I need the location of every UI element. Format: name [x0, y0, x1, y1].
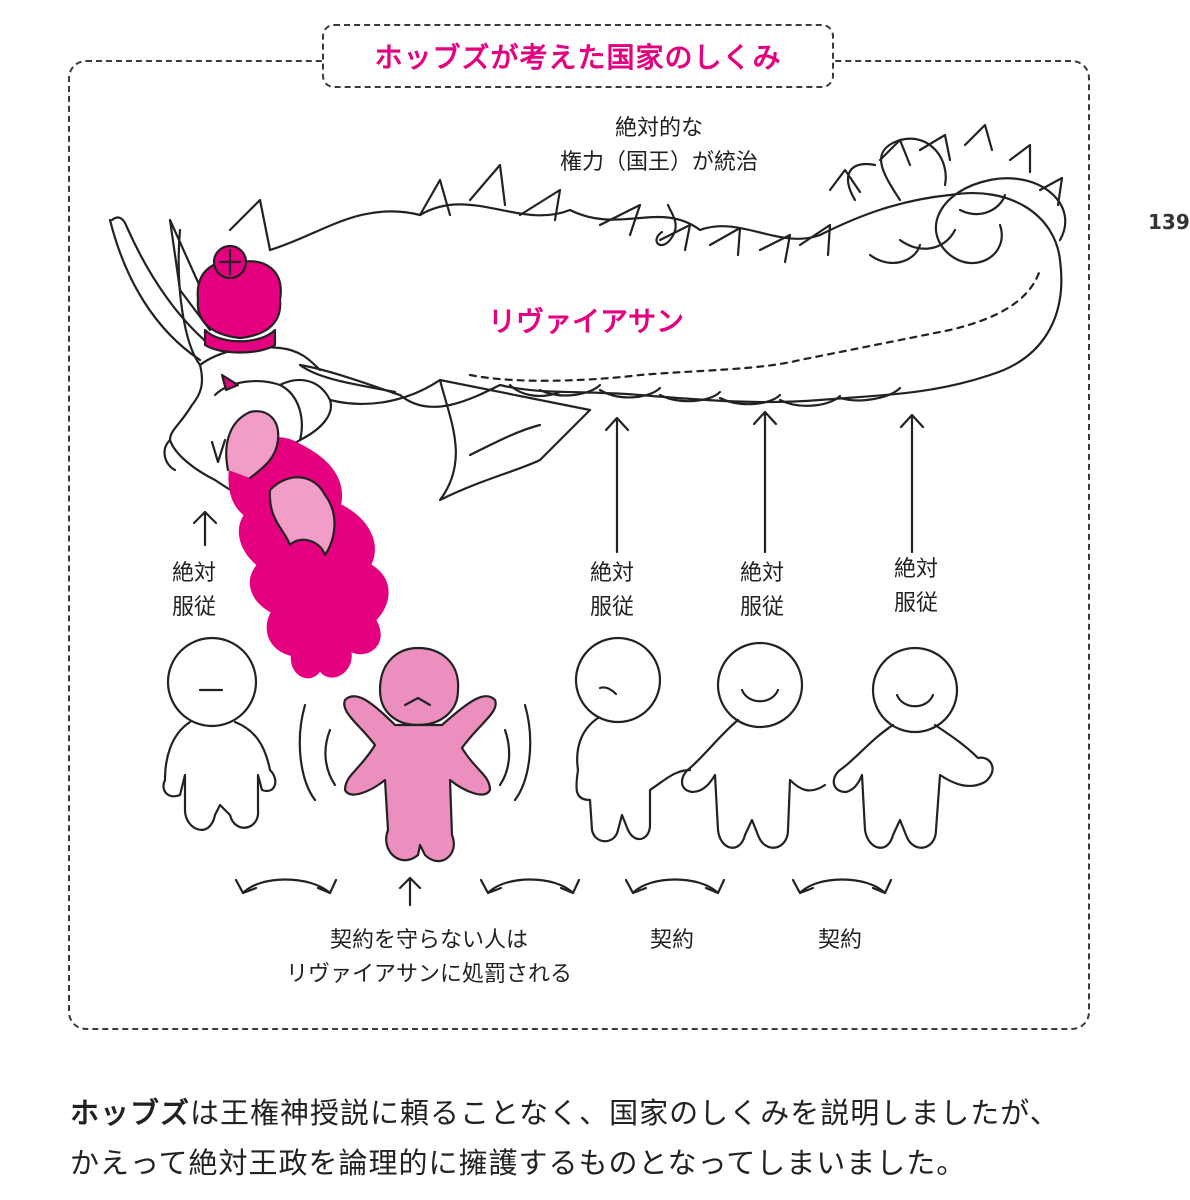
absolute-power-line1: 絶対的な: [615, 116, 704, 141]
contract-arrows-icon: [479, 878, 581, 895]
title-box: ホッブズが考えた国家のしくみ: [322, 24, 834, 88]
person-citizen: [574, 636, 692, 843]
leviathan-label: リヴァイアサン: [488, 305, 685, 338]
punishment-line1: 契約を守らない人は: [330, 928, 529, 953]
contract-arrows-icon: [624, 878, 726, 895]
arrow-up-icon: [752, 410, 778, 554]
caption-bold-lead: ホッブズ: [70, 1096, 191, 1130]
obedience-label: 絶対 服従: [740, 561, 785, 620]
dragon-eye: [220, 373, 240, 392]
person-obedient: [162, 636, 277, 831]
page-number: 139: [1148, 210, 1190, 234]
contract-arrows-icon: [791, 878, 893, 895]
dragon-tongue: [225, 410, 280, 480]
punishment-label: 契約を守らない人は リヴァイアサンに処罰される: [286, 924, 572, 992]
obedience-label: 絶対 服従: [590, 561, 635, 620]
contract-label: 契約: [650, 928, 695, 953]
arrow-up-icon: [398, 876, 422, 907]
arrow-up-icon: [604, 416, 630, 554]
power-pointer-icon: [655, 203, 677, 247]
fire-core: [268, 476, 336, 557]
caption-line2: かえって絶対王政を論理的に擁護するものとなってしまいました。: [70, 1146, 967, 1180]
person-punished: [298, 646, 532, 863]
punishment-line2: リヴァイアサンに処罰される: [286, 962, 573, 987]
arrow-up-icon: [192, 510, 218, 547]
person-citizen-smiling: [680, 641, 827, 849]
arrow-up-icon: [899, 413, 925, 554]
caption-line1: は王権神授説に頼ることなく、国家のしくみを説明しましたが、: [190, 1096, 1060, 1130]
obedience-label: 絶対 服従: [172, 561, 217, 620]
crown-icon: [196, 244, 282, 354]
absolute-power-label: 絶対的な 権力（国王）が統治: [560, 112, 758, 180]
obedience-label: 絶対 服従: [894, 557, 939, 616]
contract-label: 契約: [818, 928, 863, 953]
body-caption: ホッブズは王権神授説に頼ることなく、国家のしくみを説明しましたが、 かえって絶対…: [70, 1088, 1110, 1188]
diagram-title: ホッブズが考えた国家のしくみ: [374, 41, 782, 74]
absolute-power-line2: 権力（国王）が統治: [560, 150, 759, 175]
leviathan-dragon: [108, 123, 1067, 507]
contract-arrows-icon: [234, 878, 338, 895]
person-citizen-smiling: [832, 646, 994, 849]
